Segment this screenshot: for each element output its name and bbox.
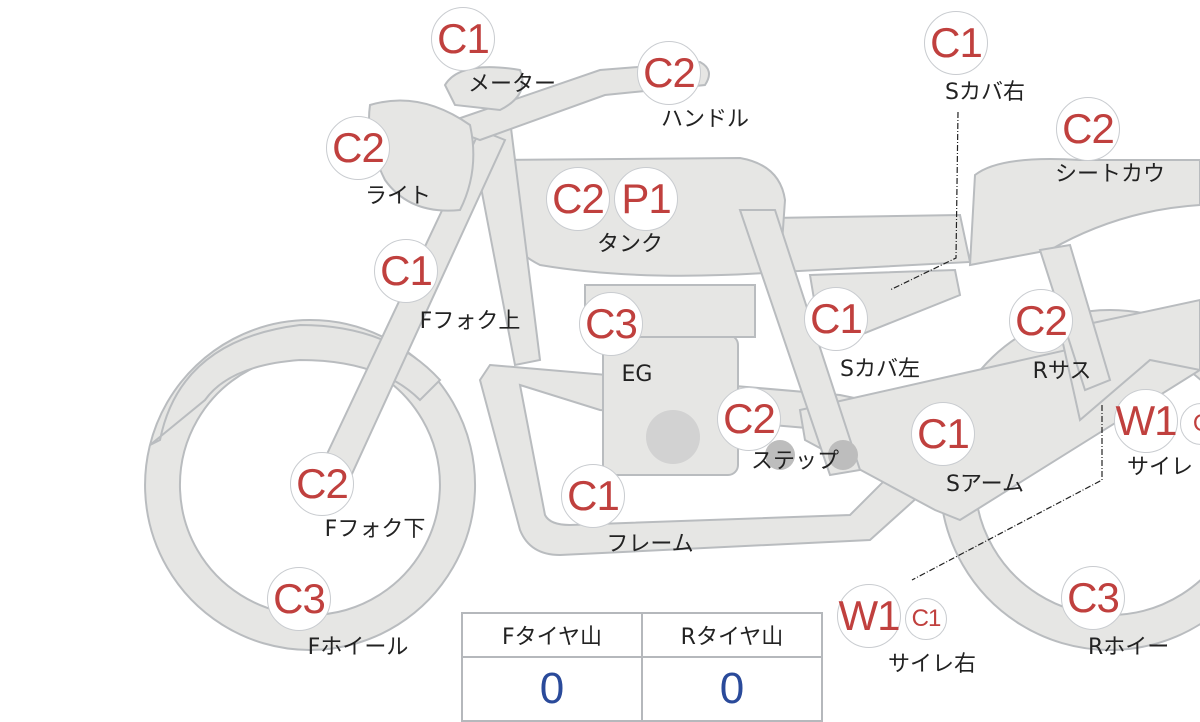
label-frame: フレーム [606,532,694,557]
label-rear-wheel: Rホイー [1088,635,1170,660]
label-tank: タンク [596,232,664,257]
label-front-wheel: Fホイール [307,635,409,660]
badge-front-fork-upper[interactable]: C1 [374,239,438,303]
badge-light[interactable]: C2 [326,116,390,180]
leader-line-muffler [911,405,1103,581]
label-side-cover-right: Sカバ右 [945,80,1025,105]
label-side-cover-left: Sカバ左 [840,357,920,382]
badge-rear-wheel[interactable]: C3 [1061,566,1125,630]
label-step: ステップ [750,449,840,474]
badge-side-cover-left[interactable]: C1 [804,287,868,351]
badge-engine[interactable]: C3 [579,292,643,356]
leader-line-side-cover-right [889,111,959,291]
badge-muffler-right-wear[interactable]: W1 [837,584,901,648]
label-engine: EG [621,362,653,387]
meter-shape [443,66,524,112]
label-muffler-left: サイレ [1127,455,1194,480]
badge-tank-condition[interactable]: C2 [546,167,610,231]
rear-suspension-shape [1038,243,1112,392]
label-light: ライト [364,184,432,209]
step-left-detail [765,440,795,470]
header-front-tire-tread: Fタイヤ山 [461,612,643,658]
step-right-detail [828,440,858,470]
label-rear-suspension: Rサス [1032,359,1092,384]
badge-rear-suspension[interactable]: C2 [1009,289,1073,353]
label-seat-cowl: シートカウ [1055,162,1166,187]
engine-cover-detail [646,410,700,464]
label-swing-arm: Sアーム [946,472,1024,497]
seat-shape [768,213,972,274]
label-front-fork-lower: Fフォク下 [324,517,426,542]
value-rear-tire-tread: 0 [641,656,823,722]
badge-step[interactable]: C2 [717,387,781,451]
label-handle: ハンドル [660,107,750,132]
badge-frame[interactable]: C1 [561,464,625,528]
label-front-fork-upper: Fフォク上 [419,309,521,334]
badge-swing-arm[interactable]: C1 [911,402,975,466]
label-muffler-right: サイレ右 [887,652,977,677]
front-fender-shape [149,323,442,446]
header-rear-tire-tread: Rタイヤ山 [641,612,823,658]
badge-tank-paint[interactable]: P1 [614,167,678,231]
badge-front-fork-lower[interactable]: C2 [290,452,354,516]
badge-side-cover-right[interactable]: C1 [924,11,988,75]
badge-handle[interactable]: C2 [637,41,701,105]
badge-muffler-left-wear[interactable]: W1 [1114,389,1178,453]
badge-seat-cowl[interactable]: C2 [1056,97,1120,161]
frame-backbone-shape [738,209,862,477]
badge-meter[interactable]: C1 [431,7,495,71]
value-front-tire-tread: 0 [461,656,643,722]
tire-tread-table: Fタイヤ山 Rタイヤ山 0 0 [461,612,823,722]
badge-front-wheel[interactable]: C3 [267,567,331,631]
label-meter: メーター [467,72,557,97]
badge-muffler-right-condition[interactable]: C1 [905,598,947,640]
